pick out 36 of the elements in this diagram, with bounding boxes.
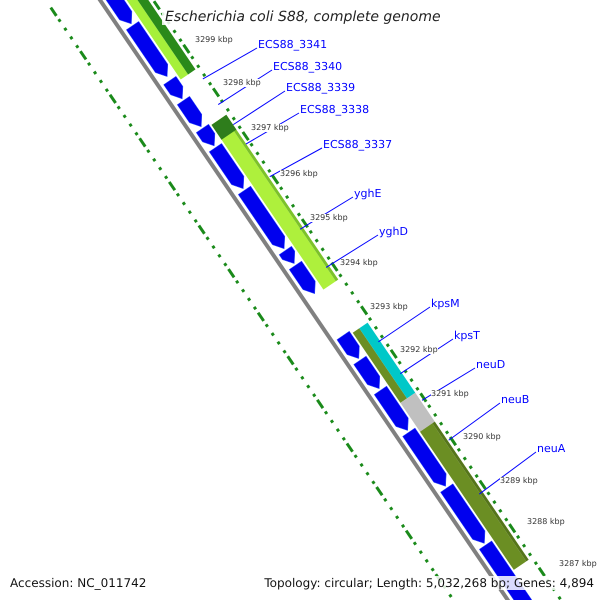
gene-label: ECS88_3341	[258, 39, 328, 50]
scale-label: 3287 kbp	[559, 560, 597, 568]
scale-label: 3296 kbp	[280, 170, 318, 178]
leader-line	[448, 402, 500, 441]
leader-line	[422, 368, 476, 401]
leader-line	[202, 48, 258, 80]
leader-line	[326, 234, 378, 268]
leader-line	[269, 148, 322, 178]
scale-label: 3295 kbp	[310, 214, 348, 222]
scale-label: 3299 kbp	[195, 36, 233, 44]
leader-line	[400, 338, 454, 374]
scale-label: 3290 kbp	[463, 433, 501, 441]
gene-label: neuB	[501, 394, 530, 405]
scale-label: 3291 kbp	[431, 390, 469, 398]
gene-label: ECS88_3339	[286, 82, 356, 93]
gene-label: yghD	[379, 226, 408, 237]
leader-line	[378, 306, 430, 342]
leader-line	[478, 452, 536, 495]
scale-label: 3298 kbp	[223, 79, 261, 87]
gene-label: ECS88_3337	[323, 139, 392, 150]
accession-text: Accession: NC_011742	[10, 576, 146, 590]
gene-label: kpsT	[454, 330, 480, 341]
scale-label: 3288 kbp	[527, 518, 565, 526]
gene-label: yghE	[354, 188, 382, 199]
gene-label: neuD	[476, 359, 506, 370]
gene-label: neuA	[537, 443, 566, 454]
leader-line	[232, 90, 286, 126]
gene-label: kpsM	[431, 298, 460, 309]
gene-label: ECS88_3338	[300, 104, 370, 115]
genome-stats-text: Topology: circular; Length: 5,032,268 bp; Genes: 4,894	[264, 576, 594, 590]
gene-label: ECS88_3340	[273, 61, 342, 72]
scale-label: 3294 kbp	[340, 259, 378, 267]
scale-label: 3289 kbp	[500, 477, 538, 485]
scale-label: 3297 kbp	[251, 124, 289, 132]
scale-label: 3292 kbp	[400, 346, 438, 354]
scale-label: 3293 kbp	[370, 303, 408, 311]
